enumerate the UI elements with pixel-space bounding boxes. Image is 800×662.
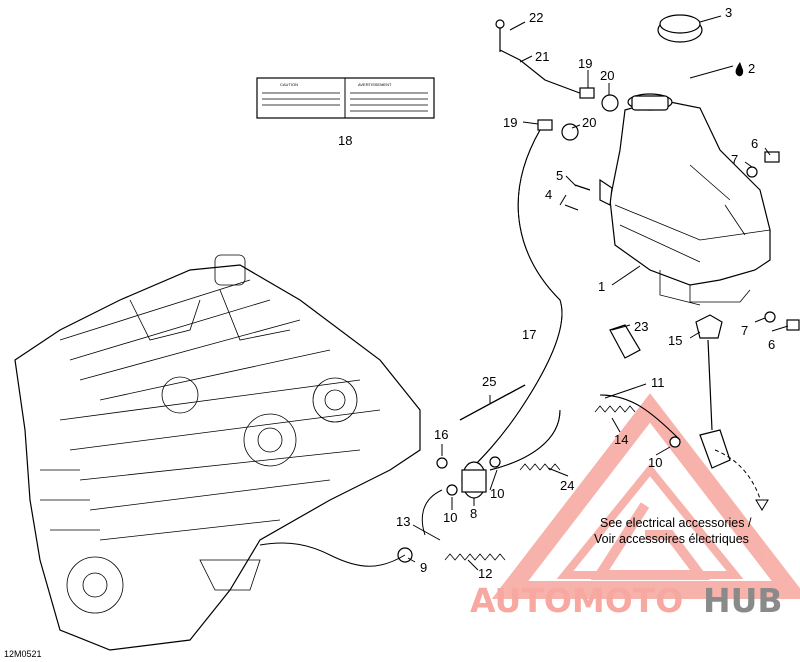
callout-10a: 10: [443, 510, 457, 525]
callout-21: 21: [535, 49, 549, 64]
callout-10b: 10: [490, 486, 504, 501]
spring-24: [519, 463, 561, 471]
callout-13: 13: [396, 514, 410, 529]
watermark-logo: [491, 393, 800, 599]
callout-4: 4: [545, 187, 552, 202]
callout-1: 1: [598, 279, 605, 294]
callout-7b: 7: [741, 323, 748, 338]
callout-17: 17: [522, 327, 536, 342]
label-sticker: CAUTION AVERTISSEMENT: [256, 77, 435, 119]
callout-25: 25: [482, 374, 496, 389]
electrical-arrow: [714, 449, 769, 511]
callout-3: 3: [725, 5, 732, 20]
fitting-lower: [537, 119, 579, 141]
oil-hose-11: [489, 394, 681, 471]
bolts-upper: [746, 151, 780, 178]
callout-16: 16: [434, 427, 448, 442]
callout-7a: 7: [731, 152, 738, 167]
fitting-upper: [579, 87, 619, 112]
tank-cap: [657, 14, 703, 43]
clamp-10-left: [446, 484, 458, 496]
callout-19b: 19: [503, 115, 517, 130]
oil-tank: [609, 93, 771, 306]
callout-24: 24: [560, 478, 574, 493]
grommet: [695, 314, 731, 469]
callout-6a: 6: [751, 136, 758, 151]
diagram-code: 12M0521: [4, 649, 42, 659]
tube-25: [459, 384, 526, 421]
spring-14: [594, 405, 636, 413]
callout-2: 2: [748, 61, 755, 76]
callout-5: 5: [556, 168, 563, 183]
callout-20b: 20: [582, 115, 596, 130]
note-line-2: Voir accessoires électriques: [594, 532, 749, 546]
callouts: 1 2 3 4 5 6 6 7 7 8 9 10 10 10 11 12 13 …: [338, 5, 775, 581]
oil-hose-17: [469, 129, 563, 471]
watermark-text-hub: HUB: [703, 581, 783, 620]
sticker-left-title: CAUTION: [280, 82, 298, 87]
callout-11: 11: [651, 375, 665, 390]
bolts-lower: [764, 311, 800, 331]
clamp-10-right: [669, 436, 681, 448]
callout-20a: 20: [600, 68, 614, 83]
engine-block: [14, 254, 421, 651]
callout-19a: 19: [578, 56, 592, 71]
callout-8: 8: [470, 506, 477, 521]
callout-23: 23: [634, 319, 648, 334]
watermark-text-main: AUTOMOTO: [470, 581, 683, 620]
callout-6b: 6: [768, 337, 775, 352]
note-line-1: See electrical accessories /: [600, 516, 752, 530]
clamp-16: [436, 457, 448, 469]
callout-15: 15: [668, 333, 682, 348]
callout-9: 9: [420, 560, 427, 575]
clamp-10-mid: [489, 456, 501, 468]
leader-lines: [407, 15, 789, 571]
callout-14: 14: [614, 432, 628, 447]
bracket: [609, 324, 641, 359]
sticker-right-title: AVERTISSEMENT: [358, 82, 392, 87]
screws-left: [564, 178, 613, 211]
spring-12: [444, 553, 506, 561]
oil-drop-icon: [735, 62, 744, 77]
callout-18: 18: [338, 133, 352, 148]
callout-12: 12: [478, 566, 492, 581]
callout-22: 22: [529, 10, 543, 25]
oil-filter: [461, 461, 487, 499]
callout-10c: 10: [648, 455, 662, 470]
